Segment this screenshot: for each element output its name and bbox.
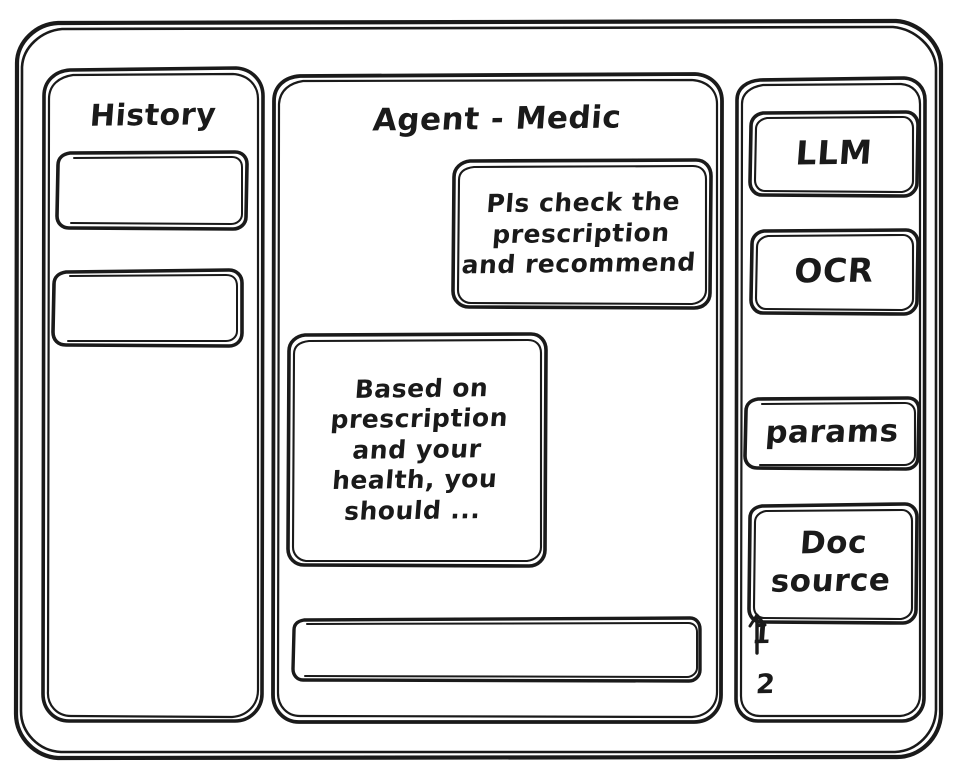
- tool-card-params[interactable]: params: [764, 413, 901, 451]
- agent-message-bubble: Based on prescription and your health, y…: [329, 372, 510, 526]
- doc-source-item[interactable]: 1: [750, 618, 773, 650]
- tool-card-doc-source[interactable]: Doc source: [769, 524, 892, 600]
- agent-title: Agent - Medic: [371, 99, 623, 139]
- history-item[interactable]: [51, 269, 245, 347]
- message-input[interactable]: [291, 616, 702, 683]
- tool-card-ocr[interactable]: OCR: [792, 250, 876, 291]
- doc-source-item[interactable]: 2: [754, 668, 777, 700]
- user-message-bubble: Pls check the prescription and recommend: [460, 187, 697, 280]
- history-item[interactable]: [55, 151, 249, 229]
- tool-card-llm[interactable]: LLM: [794, 132, 874, 173]
- history-title: History: [88, 96, 218, 134]
